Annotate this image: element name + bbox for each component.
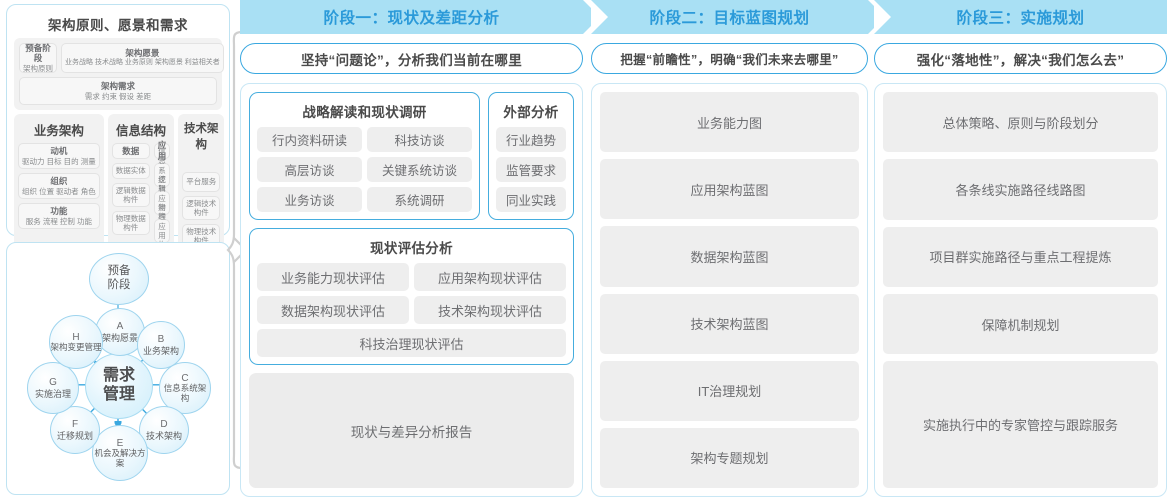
- togaf-requirements-cell: 架构需求 需求 约束 假设 差距: [19, 77, 217, 105]
- list-item[interactable]: 保障机制规划: [883, 293, 1158, 355]
- list-item[interactable]: 应用架构现状评估: [414, 263, 566, 291]
- list-item[interactable]: 数据架构现状评估: [257, 296, 409, 324]
- adm-node-g[interactable]: G 实施治理: [27, 362, 79, 414]
- adm-node-f[interactable]: F 迁移规划: [50, 406, 100, 454]
- list-item[interactable]: 行业趋势: [496, 127, 566, 152]
- stage-1-subtitle: 坚持“问题论”，分析我们当前在哪里: [240, 43, 583, 74]
- stage-3-body: 总体策略、原则与阶段划分 各条线实施路径线路图 项目群实施路径与重点工程提炼 保…: [874, 83, 1167, 497]
- togaf-platform-service-cell: 平台服务: [182, 172, 221, 192]
- stage-3-banner-label: 阶段三：实施规划: [956, 10, 1085, 27]
- togaf-logical-data-cell: 逻辑数据构件: [111, 183, 150, 207]
- external-card-wrap: 外部分析 行业趋势 监管要求 同业实践: [488, 92, 574, 220]
- stage-1-body: 战略解读和现状调研 行内资料研读 科技访谈 高层访谈 关键系统访谈 业务访谈 系…: [240, 83, 583, 497]
- togaf-motivation-cell: 动机 驱动力 目标 目的 测量: [18, 143, 100, 169]
- list-item[interactable]: 各条线实施路径线路图: [883, 159, 1158, 220]
- togaf-physical-data-cell: 物理数据构件: [111, 211, 150, 235]
- research-card-title: 战略解读和现状调研: [302, 105, 427, 120]
- list-item[interactable]: 行内资料研读: [257, 127, 362, 152]
- stage-1: 阶段一：现状及差距分析 坚持“问题论”，分析我们当前在哪里 战略解读和现状调研 …: [240, 0, 600, 499]
- togaf-column-business-title: 业务架构: [33, 124, 84, 138]
- list-item[interactable]: 数据架构蓝图: [600, 226, 859, 287]
- adm-diagram: 预备阶段 需求管理 A 架构愿景 B 业务架构 C 信息系统架构: [7, 243, 229, 494]
- assessment-card: 现状评估分析 业务能力现状评估 应用架构现状评估 数据架构现状评估 技术架构现状…: [249, 228, 574, 365]
- list-item[interactable]: IT治理规划: [600, 360, 859, 421]
- stage-1-report[interactable]: 现状与差异分析报告: [249, 373, 574, 488]
- stage-1-banner: 阶段一：现状及差距分析: [240, 0, 600, 34]
- list-item[interactable]: 实施执行中的专家管控与跟踪服务: [883, 361, 1158, 488]
- stage-1-banner-label: 阶段一：现状及差距分析: [323, 10, 500, 27]
- togaf-column-technology-title: 技术架构: [184, 123, 219, 151]
- list-item[interactable]: 同业实践: [496, 187, 566, 212]
- adm-node-h[interactable]: H 架构变更管理: [49, 315, 103, 369]
- stage-2-items: 业务能力图 应用架构蓝图 数据架构蓝图 技术架构蓝图 IT治理规划 架构专题规划: [600, 92, 859, 489]
- adm-node-preparation-label: 预备阶段: [107, 265, 131, 291]
- list-item[interactable]: 总体策略、原则与阶段划分: [883, 92, 1158, 153]
- research-card-items: 行内资料研读 科技访谈 高层访谈 关键系统访谈 业务访谈 系统调研: [257, 127, 472, 212]
- togaf-function-cell: 功能 服务 流程 控制 功能: [18, 203, 100, 229]
- external-card-title: 外部分析: [503, 105, 559, 120]
- list-item[interactable]: 高层访谈: [257, 157, 362, 182]
- list-item[interactable]: 项目群实施路径与重点工程提炼: [883, 226, 1158, 287]
- togaf-column-technology: 技术架构 平台服务 逻辑技术构件 物理技术构件: [178, 114, 225, 252]
- togaf-vision-cell: 架构愿景 业务战略 技术战略 业务原则 架构愿景 利益相关者: [61, 43, 224, 73]
- stage-2-banner: 阶段二：目标蓝图规划: [591, 0, 885, 34]
- assessment-card-items: 业务能力现状评估 应用架构现状评估 数据架构现状评估 技术架构现状评估: [257, 263, 566, 324]
- adm-node-a[interactable]: A 架构愿景: [95, 308, 145, 356]
- list-item[interactable]: 技术架构蓝图: [600, 293, 859, 354]
- stage-3-items: 总体策略、原则与阶段划分 各条线实施路径线路图 项目群实施路径与重点工程提炼 保…: [883, 92, 1158, 488]
- assessment-card-title: 现状评估分析: [370, 241, 453, 256]
- list-item[interactable]: 业务能力图: [600, 92, 859, 153]
- togaf-column-business: 业务架构 动机 驱动力 目标 目的 测量 组织 组织 位置 驱动者 角色 功能: [14, 114, 104, 252]
- adm-node-c[interactable]: C 信息系统架构: [159, 362, 211, 414]
- list-item[interactable]: 业务能力现状评估: [257, 263, 409, 291]
- stage-2: 阶段二：目标蓝图规划 把握“前瞻性”，明确“我们未来去哪里” 业务能力图 应用架…: [591, 0, 885, 499]
- stage-1-top-row: 战略解读和现状调研 行内资料研读 科技访谈 高层访谈 关键系统访谈 业务访谈 系…: [249, 92, 574, 220]
- togaf-principles-vision-section: 预备阶段 架构原则 架构愿景 业务战略 技术战略 业务原则 架构愿景 利益相关者…: [14, 38, 224, 110]
- list-item[interactable]: 架构专题规划: [600, 427, 859, 489]
- list-item[interactable]: 应用架构蓝图: [600, 159, 859, 220]
- togaf-data-cell: 数据: [111, 143, 150, 159]
- togaf-column-information: 信息结构 数据 数据实体 逻辑数据构件 物理数据构件 应用 信息系统服务 逻辑应…: [107, 114, 175, 259]
- assessment-card-full-item[interactable]: 科技治理现状评估: [257, 329, 566, 357]
- togaf-application-cell: 应用: [153, 140, 171, 161]
- research-card: 战略解读和现状调研 行内资料研读 科技访谈 高层访谈 关键系统访谈 业务访谈 系…: [249, 92, 480, 220]
- togaf-column-information-title: 信息结构: [116, 124, 167, 138]
- adm-node-preparation[interactable]: 预备阶段: [89, 253, 149, 305]
- left-column: 架构原则、愿景和需求 预备阶段 架构原则 架构愿景 业务战略 技术战略 业务原则…: [6, 4, 230, 495]
- list-item[interactable]: 系统调研: [367, 187, 472, 212]
- external-card-items: 行业趋势 监管要求 同业实践: [496, 127, 566, 212]
- stage-3: 阶段三：实施规划 强化“落地性”，解决“我们怎么去” 总体策略、原则与阶段划分 …: [874, 0, 1167, 499]
- stage-3-subtitle: 强化“落地性”，解决“我们怎么去”: [874, 43, 1167, 74]
- stage-2-subtitle: 把握“前瞻性”，明确“我们未来去哪里”: [591, 43, 868, 74]
- adm-node-e[interactable]: E 机会及解决方案: [92, 425, 148, 481]
- list-item[interactable]: 业务访谈: [257, 187, 362, 212]
- togaf-organization-cell: 组织 组织 位置 驱动者 角色: [18, 173, 100, 199]
- list-item[interactable]: 监管要求: [496, 157, 566, 182]
- togaf-architecture-columns: 业务架构 动机 驱动力 目标 目的 测量 组织 组织 位置 驱动者 角色 功能: [14, 114, 225, 259]
- togaf-physical-app-cell: 物理应用构件: [153, 203, 171, 259]
- togaf-logical-tech-cell: 逻辑技术构件: [182, 196, 221, 220]
- research-card-wrap: 战略解读和现状调研 行内资料研读 科技访谈 高层访谈 关键系统访谈 业务访谈 系…: [249, 92, 480, 220]
- togaf-content-framework-panel: 架构原则、愿景和需求 预备阶段 架构原则 架构愿景 业务战略 技术战略 业务原则…: [6, 4, 230, 300]
- stage-2-body: 业务能力图 应用架构蓝图 数据架构蓝图 技术架构蓝图 IT治理规划 架构专题规划: [591, 83, 868, 497]
- list-item[interactable]: 技术架构现状评估: [414, 296, 566, 324]
- stage-2-banner-label: 阶段二：目标蓝图规划: [649, 10, 810, 27]
- list-item[interactable]: 关键系统访谈: [367, 157, 472, 182]
- togaf-data-entity-cell: 数据实体: [111, 163, 150, 179]
- adm-cycle-panel: 预备阶段 需求管理 A 架构愿景 B 业务架构 C 信息系统架构: [6, 242, 230, 495]
- adm-node-b[interactable]: B 业务架构: [137, 321, 185, 369]
- list-item[interactable]: 科技访谈: [367, 127, 472, 152]
- external-card: 外部分析 行业趋势 监管要求 同业实践: [488, 92, 574, 220]
- stage-3-banner: 阶段三：实施规划: [874, 0, 1167, 34]
- togaf-title: 架构原则、愿景和需求: [48, 18, 188, 33]
- togaf-prep-cell: 预备阶段 架构原则: [19, 43, 57, 73]
- adm-node-center[interactable]: 需求管理: [85, 353, 153, 419]
- stages-container: 阶段一：现状及差距分析 坚持“问题论”，分析我们当前在哪里 战略解读和现状调研 …: [240, 0, 1167, 499]
- adm-node-center-label: 需求管理: [102, 367, 135, 403]
